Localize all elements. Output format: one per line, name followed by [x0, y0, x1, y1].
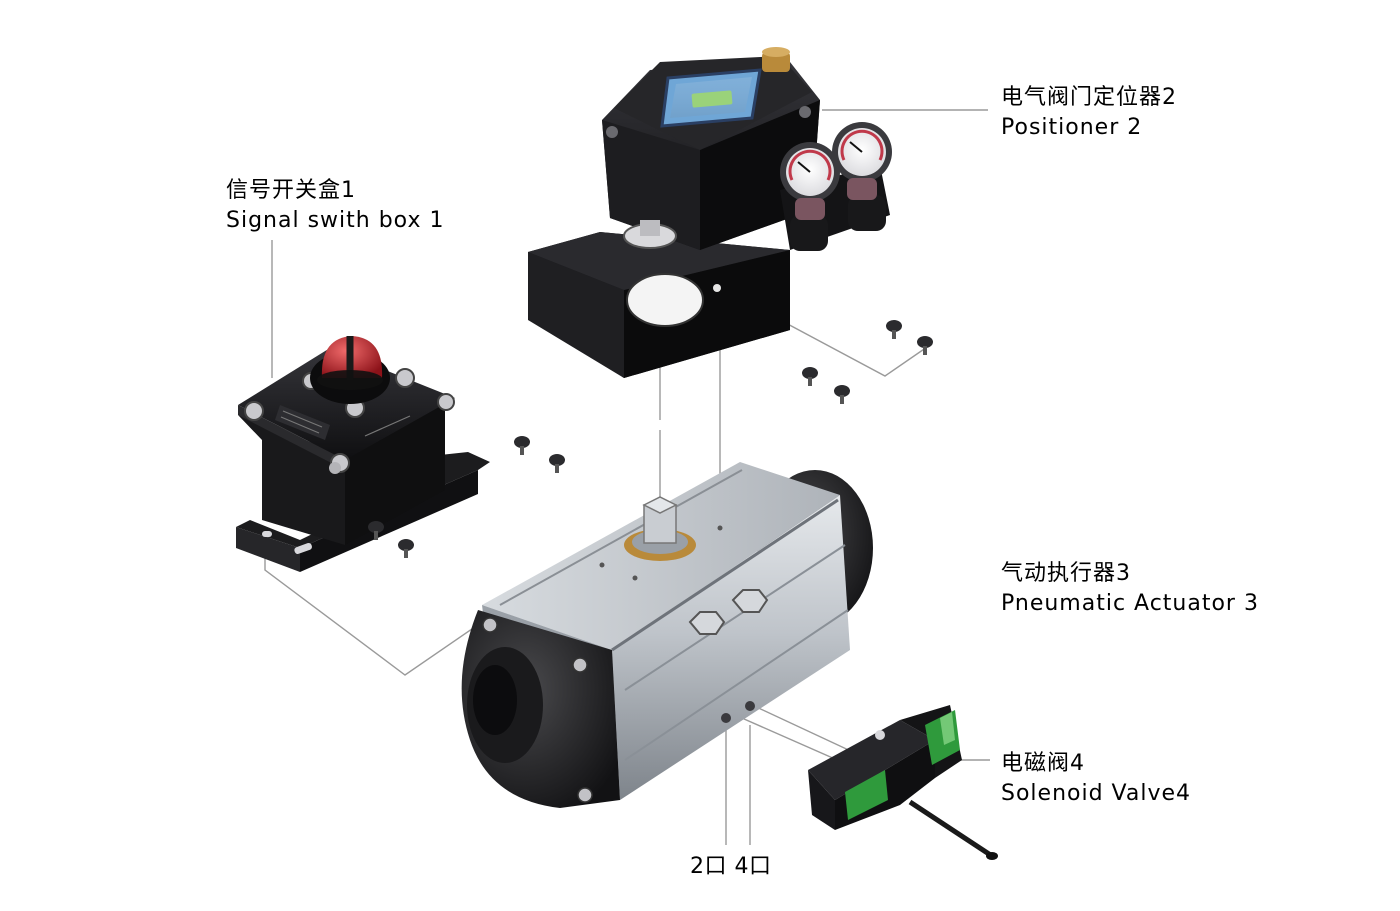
signal-switch-box-illustration — [236, 336, 490, 572]
label-actuator-en: Pneumatic Actuator 3 — [1001, 591, 1259, 616]
label-positioner-zh: 电气阀门定位器2 — [1001, 85, 1177, 110]
mounting-screws-box — [368, 436, 565, 558]
label-solenoid-en: Solenoid Valve4 — [1001, 781, 1191, 806]
solenoid-valve-illustration — [808, 705, 998, 860]
leader-line-bracket-screws — [751, 304, 931, 377]
label-signal-box-zh: 信号开关盒1 — [226, 178, 356, 203]
positioner-illustration — [528, 47, 892, 378]
label-positioner-en: Positioner 2 — [1001, 115, 1142, 140]
label-ports: 2口 4口 — [690, 854, 772, 879]
label-solenoid-zh: 电磁阀4 — [1001, 751, 1085, 776]
label-actuator-zh: 气动执行器3 — [1001, 561, 1131, 586]
pneumatic-actuator-illustration — [461, 462, 873, 808]
label-signal-box-en: Signal swith box 1 — [226, 208, 444, 233]
mounting-screws-bracket — [802, 320, 933, 404]
